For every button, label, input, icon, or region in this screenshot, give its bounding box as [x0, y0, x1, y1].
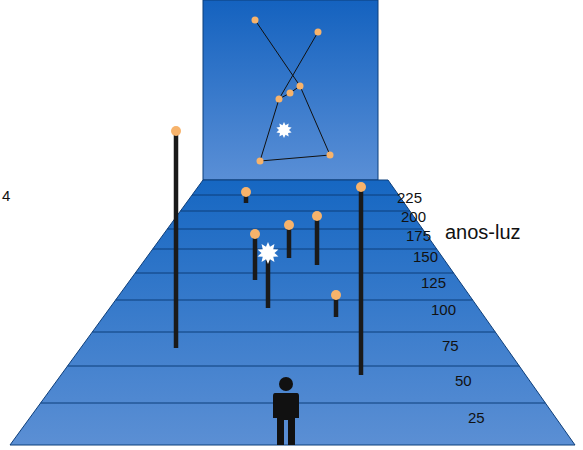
sky-panel	[203, 0, 378, 180]
nebula-symbols	[258, 122, 292, 264]
gridline	[153, 249, 437, 250]
star-dot	[287, 90, 294, 97]
star-dot	[356, 182, 366, 192]
star-dot	[284, 220, 294, 230]
axis-tick-label: 125	[421, 275, 446, 290]
axis-tick-label: 50	[455, 373, 472, 388]
gridline	[167, 229, 422, 230]
gridline	[192, 195, 399, 196]
constellation-lines	[255, 20, 330, 161]
distance-floor	[10, 180, 575, 445]
axis-tick-label: 75	[442, 338, 459, 353]
star-dot	[257, 158, 264, 165]
axis-tick-label: 200	[401, 209, 426, 224]
gridline	[180, 211, 409, 212]
star-dot	[276, 96, 283, 103]
axis-tick-label: 150	[413, 249, 438, 264]
gridline	[135, 273, 453, 274]
distance-pole	[253, 234, 258, 280]
star-distance-poles	[171, 126, 366, 375]
axis-tick-label: 100	[431, 302, 456, 317]
distance-pole	[315, 216, 320, 265]
nebula-burst	[258, 242, 279, 264]
observer-figure	[273, 377, 299, 445]
star-dot	[315, 29, 322, 36]
distance-pole	[359, 187, 364, 375]
star-dot	[250, 229, 260, 239]
gridline	[116, 300, 473, 301]
constellation-stars	[252, 17, 334, 165]
axis-tick-label: 175	[406, 228, 431, 243]
star-dot	[312, 211, 322, 221]
star-dot	[252, 17, 259, 24]
star-dot	[171, 126, 181, 136]
star-dot	[327, 152, 334, 159]
star-dot	[241, 187, 251, 197]
axis-tick-label: 225	[397, 190, 422, 205]
gridline	[68, 366, 520, 367]
distance-pole	[174, 131, 179, 348]
star-dot	[297, 83, 304, 90]
axis-tick-label: 25	[468, 410, 485, 425]
nebula-burst	[276, 122, 291, 138]
axis-unit: anos-luz	[445, 222, 521, 242]
axis-tick-label: 4	[2, 188, 10, 203]
distance-gridlines	[41, 195, 546, 403]
gridline	[92, 332, 495, 333]
star-dot	[331, 290, 341, 300]
